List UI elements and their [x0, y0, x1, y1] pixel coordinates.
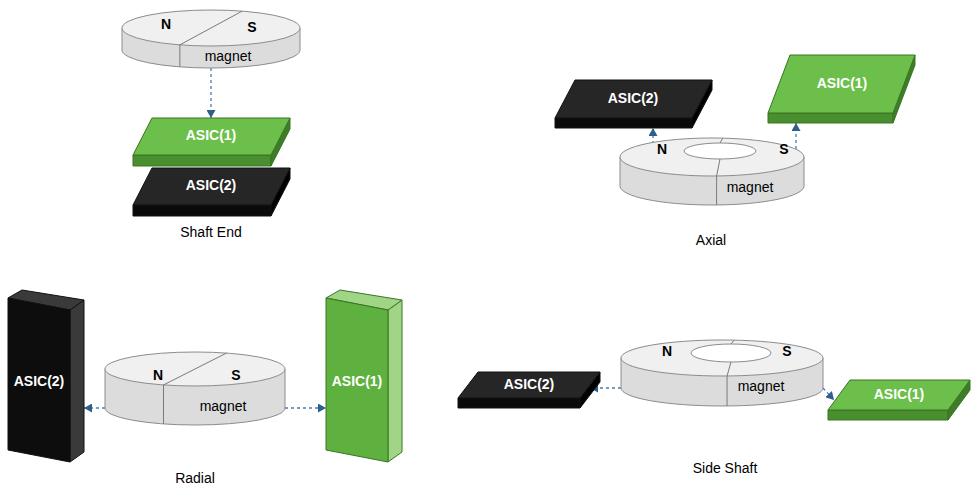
pole-label: S — [247, 20, 256, 35]
part-label: magnet — [205, 49, 252, 64]
chip-label: ASIC(2) — [608, 91, 659, 106]
chip-top — [768, 55, 915, 113]
part-label: magnet — [200, 399, 247, 414]
magnet-top — [620, 138, 804, 176]
chip-front — [828, 410, 948, 420]
asic-chip: ASIC(1) — [768, 55, 915, 123]
magnet: N Smagnet — [105, 352, 285, 425]
field-arrow — [84, 407, 105, 408]
chip-top — [458, 372, 600, 398]
part-label: magnet — [738, 379, 785, 394]
asic-chip: ASIC(2) — [458, 372, 600, 408]
chip-side — [388, 300, 402, 462]
asic-chip: ASIC(1) — [828, 380, 970, 420]
pole-label: N — [657, 142, 667, 157]
magnet: N Smagnet — [621, 340, 823, 406]
chip-front — [555, 118, 692, 128]
chip-front — [768, 113, 893, 123]
chip-label: ASIC(2) — [14, 374, 65, 389]
magnet-drawing — [621, 340, 823, 406]
chip-label: ASIC(1) — [874, 387, 925, 402]
caption-label: Radial — [175, 470, 215, 486]
asic-chip: ASIC(1) — [326, 298, 402, 462]
chip-top — [133, 168, 290, 205]
pole-label: S — [779, 142, 788, 157]
pole-divider — [717, 159, 720, 205]
chip-front — [458, 398, 580, 408]
caption-label: Shaft End — [180, 224, 242, 240]
part-label: magnet — [727, 180, 774, 195]
asic-chip: ASIC(2) — [8, 298, 84, 462]
pole-label: N — [662, 344, 672, 359]
magnet-drawing — [620, 138, 804, 205]
chip-label: ASIC(1) — [332, 374, 383, 389]
field-arrow — [823, 388, 834, 400]
field-arrow — [210, 68, 211, 118]
chip-label: ASIC(2) — [186, 178, 237, 193]
caption-label: Axial — [696, 232, 726, 248]
asic-chip: ASIC(1) — [133, 118, 290, 166]
magnet: N Smagnet — [122, 10, 300, 68]
magnet-hole — [691, 344, 771, 362]
magnet-top — [621, 340, 823, 376]
chip-side — [70, 300, 84, 462]
magnet-drawing — [105, 352, 285, 425]
pole-label: N — [153, 368, 163, 383]
chip-top — [555, 80, 712, 118]
chip-label: ASIC(2) — [504, 377, 555, 392]
chip-front — [133, 205, 271, 216]
chip-label: ASIC(1) — [186, 128, 237, 143]
chip-top — [828, 380, 970, 410]
pole-label: S — [231, 368, 240, 383]
field-arrow — [652, 128, 653, 144]
asic-chip: ASIC(2) — [133, 168, 290, 216]
pole-label: N — [161, 17, 171, 32]
field-arrow — [285, 407, 326, 408]
chip-front — [8, 298, 70, 462]
caption-label: Side Shaft — [693, 460, 758, 476]
magnet-hole — [684, 143, 756, 159]
chip-label: ASIC(1) — [817, 76, 868, 91]
magnet: N Smagnet — [620, 138, 804, 205]
pole-divider — [720, 138, 723, 143]
chip-front — [133, 155, 271, 166]
pole-label: S — [782, 344, 791, 359]
pole-divider — [731, 340, 734, 344]
asic-chip: ASIC(2) — [555, 80, 712, 128]
chip-top — [133, 118, 290, 155]
pole-divider — [727, 362, 731, 406]
chip-front — [326, 298, 388, 462]
field-arrow — [795, 123, 796, 149]
